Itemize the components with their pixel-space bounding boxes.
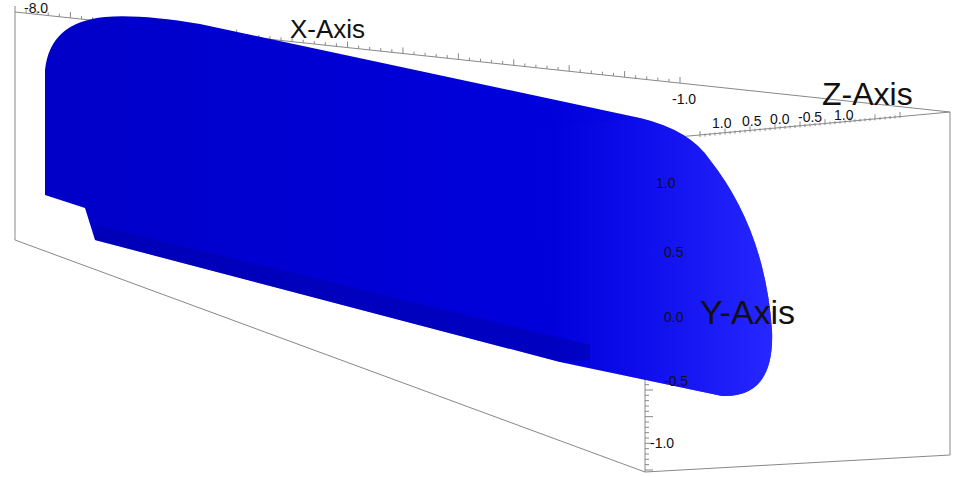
bounding-box: [15, 12, 950, 472]
axis-ticks: [15, 6, 900, 470]
tick-label: -1.0: [650, 436, 674, 450]
tick-label: 1.0: [656, 176, 675, 190]
tick-label: -8.0: [24, 1, 48, 15]
tick-label: -1.0: [672, 92, 696, 106]
axis-title: X-Axis: [290, 16, 365, 42]
tick-label: 0.5: [742, 114, 761, 128]
underbody: [95, 225, 590, 362]
axis-title: Y-Axis: [700, 295, 795, 329]
tick-label: -0.5: [664, 374, 688, 388]
tick-label: -0.5: [798, 110, 822, 124]
train-body: [45, 16, 772, 396]
tick-label: 1.0: [712, 116, 731, 130]
axis-title: Z-Axis: [822, 78, 913, 110]
tick-label: 0.5: [664, 245, 683, 259]
tick-label: 0.0: [664, 310, 683, 324]
tick-label: 0.0: [770, 112, 789, 126]
tick-label: 1.0: [834, 108, 853, 122]
